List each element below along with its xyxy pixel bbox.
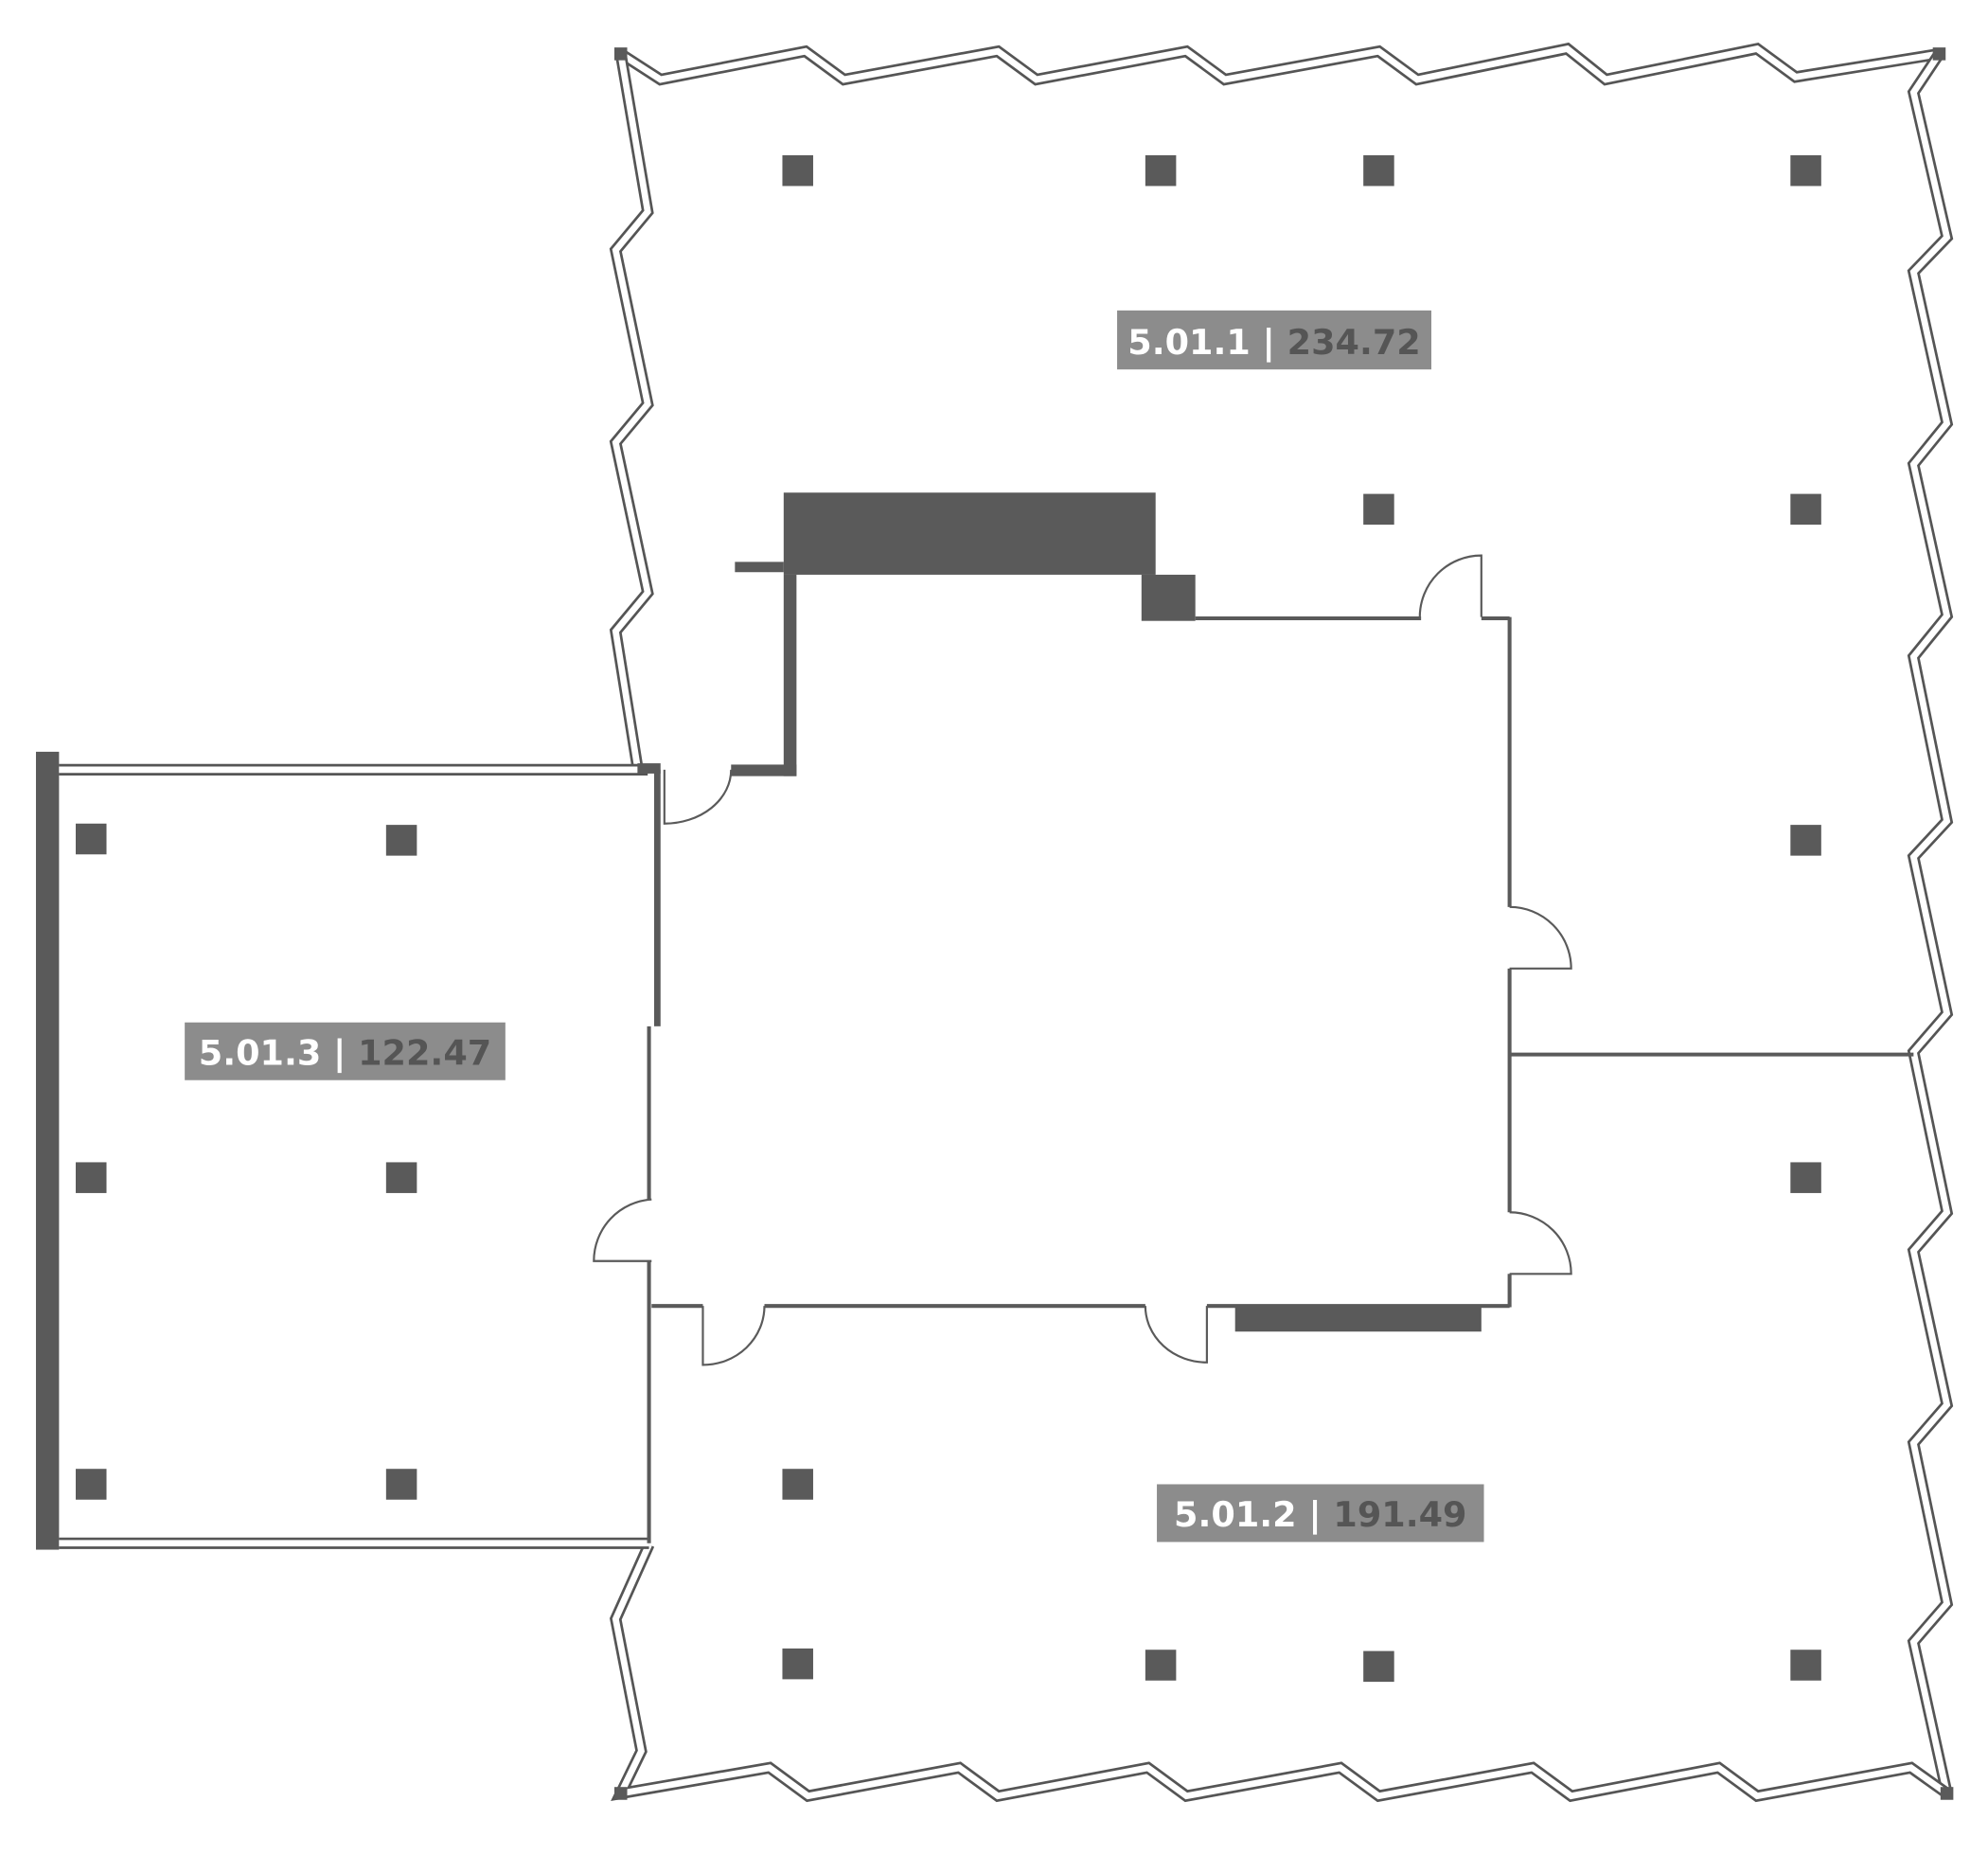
column bbox=[1790, 154, 1821, 187]
column bbox=[782, 154, 813, 187]
column bbox=[385, 825, 417, 856]
column bbox=[782, 1469, 813, 1500]
unit-label-5-01-2[interactable]: 5.01.2 | 191.49 bbox=[1157, 1484, 1484, 1543]
column bbox=[1790, 493, 1821, 526]
unit-area: 234.72 bbox=[1287, 322, 1421, 363]
column bbox=[75, 823, 107, 855]
separator: | bbox=[1251, 322, 1287, 364]
column bbox=[1790, 1650, 1821, 1681]
svg-text:5.01.2 | 191.49: 5.01.2 | 191.49 bbox=[1174, 1494, 1466, 1536]
column bbox=[1790, 1162, 1821, 1193]
column bbox=[385, 1162, 417, 1193]
annex-walls bbox=[35, 751, 661, 1550]
column bbox=[1363, 493, 1394, 526]
column bbox=[385, 1469, 417, 1500]
separator: | bbox=[1297, 1494, 1334, 1536]
unit-id: 5.01.1 bbox=[1127, 322, 1251, 363]
unit-area: 122.47 bbox=[358, 1032, 491, 1073]
svg-text:5.01.3 | 122.47: 5.01.3 | 122.47 bbox=[199, 1032, 491, 1074]
core-walls bbox=[651, 492, 1914, 1332]
column bbox=[1363, 1650, 1394, 1683]
doors bbox=[593, 554, 1572, 1366]
column bbox=[1790, 825, 1821, 856]
unit-area: 191.49 bbox=[1333, 1494, 1466, 1535]
unit-id: 5.01.2 bbox=[1174, 1494, 1297, 1535]
exterior-walls bbox=[609, 42, 1954, 1803]
column bbox=[1363, 154, 1394, 187]
column bbox=[75, 1469, 107, 1500]
unit-label-5-01-1[interactable]: 5.01.1 | 234.72 bbox=[1117, 310, 1431, 370]
columns bbox=[75, 154, 1821, 1683]
column bbox=[1145, 154, 1177, 187]
svg-text:5.01.1 | 234.72: 5.01.1 | 234.72 bbox=[1127, 322, 1420, 364]
column bbox=[75, 1162, 107, 1193]
column bbox=[782, 1648, 813, 1680]
separator: | bbox=[321, 1032, 358, 1074]
unit-id: 5.01.3 bbox=[199, 1032, 322, 1073]
unit-label-5-01-3[interactable]: 5.01.3 | 122.47 bbox=[185, 1022, 506, 1080]
column bbox=[1145, 1650, 1177, 1681]
